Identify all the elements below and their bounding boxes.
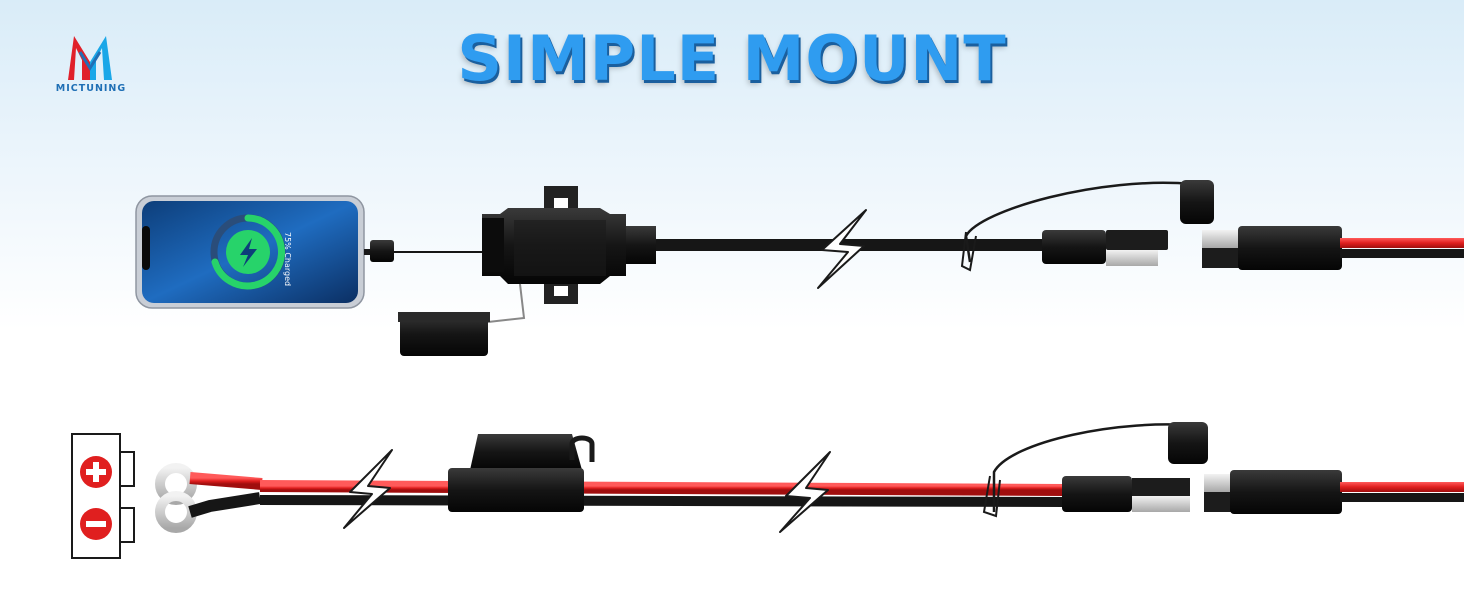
fuse-holder (448, 434, 595, 512)
phone (135, 195, 365, 309)
page-title: SIMPLE MOUNT (457, 22, 1007, 95)
phone-charge-status: 75% Charged (283, 232, 292, 287)
battery (71, 433, 135, 559)
charging-bolt-icon (240, 238, 257, 267)
usb-socket (482, 186, 656, 304)
brand-name: MICTUNING (55, 83, 127, 94)
lightning-icon (817, 209, 867, 289)
